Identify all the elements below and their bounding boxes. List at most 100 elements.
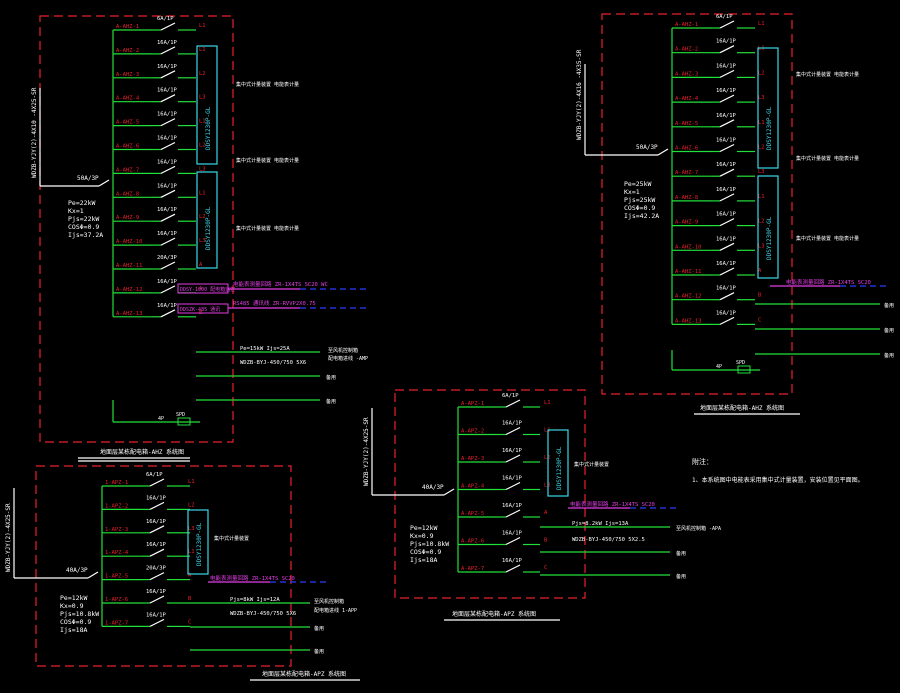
spd-label: SPD bbox=[176, 412, 185, 418]
circuit-id: 1-APZ-4 bbox=[105, 550, 129, 556]
phase-label: C bbox=[758, 317, 761, 323]
load-param: Ijs=42.2A bbox=[624, 212, 659, 220]
circuit-id: A-AHZ-2 bbox=[116, 48, 139, 54]
meter-box-label: DDSY1230P-GL bbox=[205, 206, 212, 250]
breaker-rating: 16A/1P bbox=[146, 495, 167, 501]
breaker-blade bbox=[719, 316, 735, 325]
breaker-blade bbox=[505, 399, 521, 408]
phase-label: L2 bbox=[199, 143, 206, 149]
breaker-blade bbox=[719, 242, 735, 251]
load-param: COSΦ=0.9 bbox=[68, 223, 99, 231]
breaker-blade bbox=[505, 509, 521, 518]
breaker-rating: 16A/1P bbox=[157, 112, 178, 118]
circuit-id: A-AHZ-9 bbox=[116, 215, 139, 221]
meter-box-label-group: DDSY1230P-GL bbox=[196, 522, 203, 566]
breaker-rating: 16A/1P bbox=[146, 542, 167, 548]
aux-box-label: DDSY-1000 配电箱监控 bbox=[180, 286, 235, 293]
breaker-blade bbox=[160, 261, 176, 270]
breaker-rating: 16A/1P bbox=[502, 558, 523, 564]
phase-label: L1 bbox=[758, 120, 765, 126]
breaker-blade bbox=[160, 309, 176, 318]
magenta-line-label: 电能表测量回路 ZR-1X4TS SC20 bbox=[570, 500, 655, 508]
breaker-rating: 16A/1P bbox=[716, 113, 737, 119]
panel-caption: 地面层某栋配电箱-APZ 系统图 bbox=[452, 610, 536, 618]
breaker-blade bbox=[160, 94, 176, 103]
load-param: Pe=22kW bbox=[68, 199, 95, 207]
breaker-rating: 16A/1P bbox=[157, 231, 178, 237]
phase-label: L2 bbox=[199, 71, 206, 77]
breaker-rating: 6A/1P bbox=[716, 14, 733, 20]
circuit-id: 1-APZ-3 bbox=[105, 527, 128, 533]
breaker-blade bbox=[160, 237, 176, 246]
meter-box-label-group: DDSY1230P-GL bbox=[766, 216, 773, 260]
load-param: Pjs=22kW bbox=[68, 215, 99, 223]
meter-box-label-group: DDSY1230P-GL bbox=[766, 106, 773, 150]
main-breaker-label: 40A/3P bbox=[422, 484, 444, 491]
circuit-id: 1-APZ-1 bbox=[105, 480, 128, 486]
panel-caption: 地面层某栋配电箱-AHZ 系统图 bbox=[100, 448, 184, 456]
meter-box bbox=[187, 509, 209, 575]
phase-label: A bbox=[188, 573, 192, 579]
feeder-param: WDZB-BYJ-450/750 5X2.5 bbox=[572, 537, 645, 543]
phase-label: L3 bbox=[199, 238, 206, 244]
breaker-blade bbox=[719, 69, 735, 78]
breaker-blade bbox=[719, 20, 735, 29]
phase-label: L1 bbox=[758, 194, 765, 200]
spd-breaker: 4P bbox=[158, 416, 164, 422]
circuit-id: 1-APZ-7 bbox=[105, 620, 128, 626]
breaker-rating: 6A/1P bbox=[502, 393, 519, 399]
load-param: Pjs=10.8kW bbox=[410, 540, 449, 548]
circuit-id: A-AHZ-3 bbox=[116, 72, 139, 78]
load-param: Kx=0.9 bbox=[410, 532, 434, 540]
breaker-blade bbox=[505, 481, 521, 491]
feeder-param: WDZB-BYJ-450/750 5X6 bbox=[230, 611, 296, 617]
breaker-rating: 16A/1P bbox=[146, 612, 167, 618]
breaker-rating: 16A/1P bbox=[502, 476, 523, 482]
phase-label: L3 bbox=[188, 526, 195, 532]
incoming-cable-label: WDZB-YJY(2)-4X16 -4X35-SR bbox=[576, 49, 583, 140]
notes-title: 附注： bbox=[692, 457, 713, 466]
meter-box-label: DDSY1230P-GL bbox=[196, 522, 203, 566]
breaker-rating: 16A/1P bbox=[716, 88, 737, 94]
circuit-id: A-APZ-2 bbox=[461, 429, 484, 435]
phase-label: L1 bbox=[758, 46, 765, 52]
circuit-id: A-AHZ-1 bbox=[116, 24, 139, 30]
feeder-destination: 至风机控制箱 -APA bbox=[676, 525, 721, 532]
breaker-blade bbox=[719, 193, 735, 202]
feeder-destination: 配电箱进线 -AMP bbox=[328, 355, 368, 362]
panel-b-frame bbox=[35, 465, 292, 667]
phase-label: B bbox=[188, 596, 192, 602]
phase-label: A bbox=[199, 286, 203, 292]
circuit-id: A-APZ-5 bbox=[461, 511, 484, 517]
load-param: Ijs=18A bbox=[60, 626, 87, 634]
circuit-id: A-AHZ-4 bbox=[675, 96, 699, 102]
phase-label: A bbox=[199, 262, 203, 268]
phase-label: L3 bbox=[199, 95, 206, 101]
circuit-id: A-AHZ-10 bbox=[675, 244, 702, 250]
meter-note: 集中式计量装置 电能表计量 bbox=[236, 157, 299, 164]
circuit-id: A-APZ-3 bbox=[461, 456, 484, 462]
circuit-id: A-AHZ-8 bbox=[675, 195, 698, 201]
feeder-param: Pjs=8kW Ijs=12A bbox=[230, 597, 280, 603]
load-param: COSΦ=0.9 bbox=[60, 618, 91, 626]
breaker-blade bbox=[149, 618, 165, 627]
meter-box-label-group: DDSY1230P-GL bbox=[205, 206, 212, 250]
phase-label: L3 bbox=[758, 243, 765, 249]
spare-label: 备用 bbox=[676, 550, 686, 557]
circuit-id: A-AHZ-1 bbox=[675, 22, 698, 28]
meter-note: 集中式计量装置 电能表计量 bbox=[796, 155, 859, 162]
meter-box bbox=[547, 429, 569, 497]
meter-box-label: DDSY1230P-GL bbox=[556, 446, 563, 490]
phase-label: L2 bbox=[758, 145, 765, 151]
main-breaker-blade bbox=[657, 148, 669, 156]
phase-label: L3 bbox=[758, 169, 765, 175]
meter-note: 集中式计量装置 电能表计量 bbox=[236, 225, 299, 232]
phase-label: L3 bbox=[199, 166, 206, 172]
feeder-destination: 配电箱进线 1-APP bbox=[314, 607, 357, 614]
breaker-rating: 16A/1P bbox=[157, 183, 178, 189]
feeder-destination: 至风机控制箱 bbox=[328, 347, 358, 354]
meter-box-label: DDSY1230P-GL bbox=[766, 106, 773, 150]
breaker-rating: 16A/1P bbox=[716, 236, 737, 242]
phase-label: L1 bbox=[544, 428, 551, 434]
